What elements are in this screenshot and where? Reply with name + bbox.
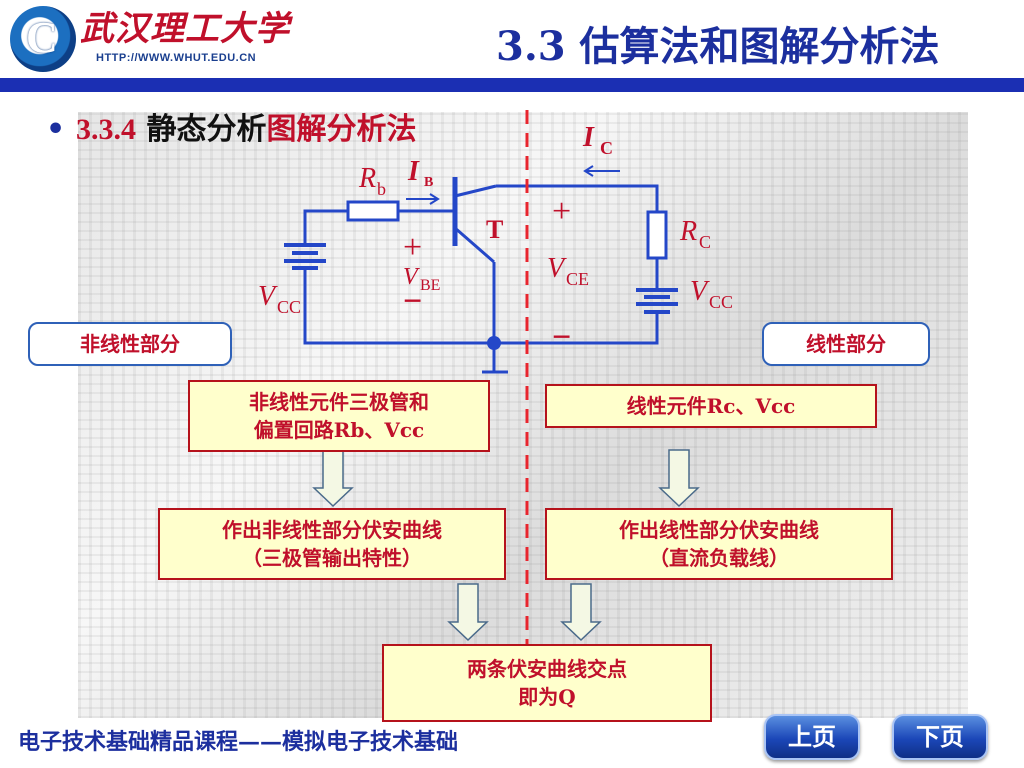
box-line: 非线性元件三极管和 bbox=[249, 390, 429, 414]
bullet-heading: 3.3.4 静态分析图解分析法 bbox=[76, 110, 416, 150]
box-line: 即为Q bbox=[518, 685, 576, 709]
arrow-right-2 bbox=[560, 583, 602, 642]
school-url: HTTP://WWW.WHUT.EDU.CN bbox=[96, 52, 257, 64]
university-logo bbox=[10, 6, 76, 72]
linear-elements-box: 线性元件Rc、Vcc bbox=[545, 384, 877, 428]
label-vcc-right: V bbox=[690, 276, 710, 307]
label-vce-plus: + bbox=[552, 193, 571, 230]
arrow-left-1 bbox=[312, 449, 354, 508]
resistor-rc bbox=[646, 210, 668, 260]
page-title: 3.3 估算法和图解分析法 bbox=[496, 23, 940, 70]
circuit-labels: I C I B R b T R C + V BE − + V CE − V CC… bbox=[258, 122, 733, 356]
nonlinear-part-label: 非线性部分 bbox=[28, 322, 232, 366]
label-vcc-left-sub: CC bbox=[277, 297, 301, 317]
current-arrows bbox=[406, 165, 620, 205]
label-vcc-left: V bbox=[258, 281, 278, 312]
label-ic: I bbox=[582, 122, 595, 153]
label-ic-sub: C bbox=[600, 138, 613, 158]
next-page-button[interactable]: 下页 bbox=[892, 714, 988, 760]
label-vbe-sub: BE bbox=[420, 277, 440, 294]
box-line: 线性元件Rc、Vcc bbox=[626, 394, 796, 418]
course-name: 电子技术基础精品课程——模拟电子技术基础 bbox=[18, 729, 459, 755]
linear-part-label: 线性部分 bbox=[762, 322, 930, 366]
label-rb-sub: b bbox=[377, 179, 386, 199]
box-line: 两条伏安曲线交点 bbox=[467, 657, 627, 681]
bullet-marker: • bbox=[46, 112, 66, 147]
label-ib: I bbox=[407, 156, 420, 187]
logo-mark: C bbox=[26, 13, 58, 62]
label-transistor: T bbox=[486, 215, 503, 244]
battery-left bbox=[284, 243, 326, 270]
prev-page-button[interactable]: 上页 bbox=[764, 714, 860, 760]
intersection-box: 两条伏安曲线交点 即为Q bbox=[382, 644, 712, 722]
label-vcc-right-sub: CC bbox=[709, 292, 733, 312]
label-vce: V bbox=[547, 253, 567, 284]
junction-dot bbox=[487, 336, 501, 350]
flow-arrows bbox=[312, 449, 700, 642]
circuit-wires bbox=[303, 177, 659, 374]
linear-curve-box: 作出线性部分伏安曲线 （直流负载线） bbox=[545, 508, 893, 580]
label-rc-sub: C bbox=[699, 232, 711, 252]
nonlinear-curve-box: 作出非线性部分伏安曲线 （三极管输出特性） bbox=[158, 508, 506, 580]
label-vce-sub: CE bbox=[566, 269, 589, 289]
arrow-left-2 bbox=[447, 583, 489, 642]
label-vbe: V bbox=[403, 264, 420, 290]
battery-right bbox=[636, 288, 678, 314]
label-rc: R bbox=[679, 216, 697, 247]
resistor-rb bbox=[346, 200, 400, 222]
box-line: （直流负载线） bbox=[649, 546, 789, 570]
box-line: 作出非线性部分伏安曲线 bbox=[222, 518, 442, 542]
arrow-right-1 bbox=[658, 449, 700, 508]
graphic-method-text: 图解分析法 bbox=[266, 112, 417, 147]
label-vbe-minus: − bbox=[403, 283, 422, 320]
box-line: 作出线性部分伏安曲线 bbox=[619, 518, 819, 542]
label-ib-sub: B bbox=[424, 175, 433, 190]
box-line: 偏置回路Rb、Vcc bbox=[253, 418, 425, 442]
school-name: 武汉理工大学 bbox=[80, 9, 290, 49]
label-vce-minus: − bbox=[552, 319, 571, 356]
label-rb: R bbox=[358, 163, 376, 194]
title-rule bbox=[0, 78, 1024, 92]
static-analysis-text: 静态分析 bbox=[146, 112, 267, 147]
nonlinear-elements-box: 非线性元件三极管和 偏置回路Rb、Vcc bbox=[188, 380, 490, 452]
box-line: （三极管输出特性） bbox=[242, 546, 422, 570]
section-number: 3.3.4 bbox=[76, 113, 136, 146]
label-vbe-plus: + bbox=[403, 229, 422, 266]
